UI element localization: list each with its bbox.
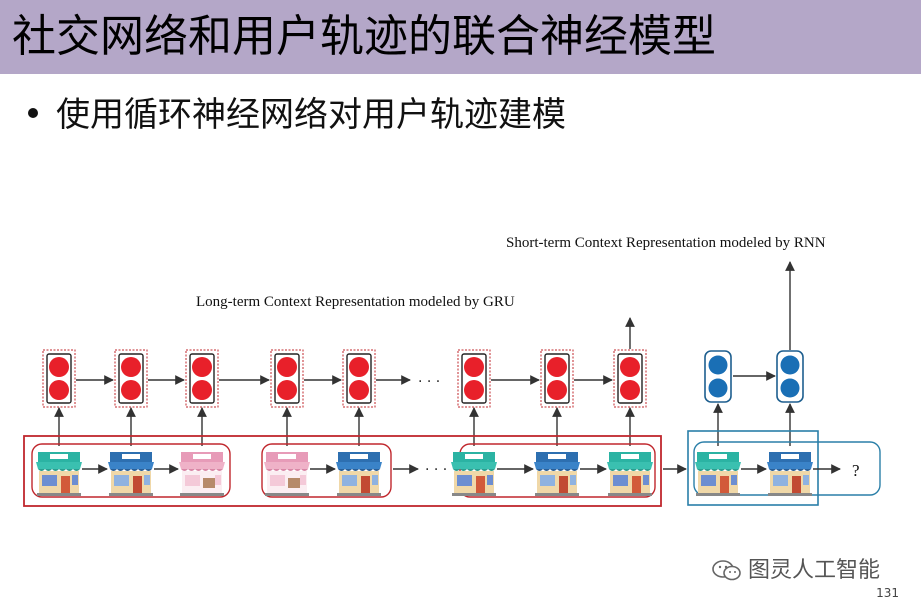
rnn-cell-2 — [776, 350, 804, 403]
store-blue-icon — [108, 452, 154, 496]
next-location-question: ? — [852, 461, 860, 480]
gru-cell-3 — [185, 349, 219, 408]
store-blue-icon — [767, 452, 813, 496]
watermark-text: 图灵人工智能 — [748, 558, 881, 583]
store-blue-icon — [336, 452, 382, 496]
slide-title: 社交网络和用户轨迹的联合神经模型 — [12, 11, 716, 62]
gru-cell-5 — [342, 349, 376, 408]
gru-cell-2 — [114, 349, 148, 408]
output-arrows — [625, 261, 795, 350]
title-bar: 社交网络和用户轨迹的联合神经模型 — [0, 0, 921, 74]
store-blue-icon — [534, 452, 580, 496]
gru-cell-1 — [42, 349, 76, 408]
gru-cells — [42, 349, 647, 408]
short-term-label: Short-term Context Representation modele… — [506, 235, 826, 251]
store-green-icon — [695, 452, 741, 496]
long-term-label: Long-term Context Representation modeled… — [196, 294, 515, 310]
session-box-1 — [31, 443, 231, 498]
store-green-icon — [36, 452, 82, 496]
input-arrows — [54, 403, 795, 446]
gru-ellipsis: · · · — [418, 374, 440, 390]
long-term-box — [23, 435, 662, 507]
store-green-icon — [451, 452, 497, 496]
store-pink-icon — [264, 452, 310, 496]
wechat-icon — [712, 560, 741, 581]
gru-cell-4 — [270, 349, 304, 408]
gru-recurrent-arrows — [76, 371, 776, 385]
store-ellipsis: · · · — [425, 462, 447, 478]
gru-cell-8 — [613, 349, 647, 408]
gru-cell-7 — [540, 349, 574, 408]
bullet-text: 使用循环神经网络对用户轨迹建模 — [56, 95, 566, 135]
page-number: 131 — [876, 586, 899, 600]
gru-cell-6 — [457, 349, 491, 408]
bullet-item: 使用循环神经网络对用户轨迹建模 — [28, 92, 566, 138]
bullet-dot-icon — [28, 107, 38, 118]
store-pink-icon — [179, 452, 225, 496]
session-box-3 — [459, 443, 656, 498]
rnn-cell-1 — [704, 350, 732, 403]
session-box-2 — [261, 443, 392, 498]
short-term-box — [687, 430, 819, 506]
store-green-icon — [607, 452, 653, 496]
watermark: 图灵人工智能 — [712, 552, 880, 584]
